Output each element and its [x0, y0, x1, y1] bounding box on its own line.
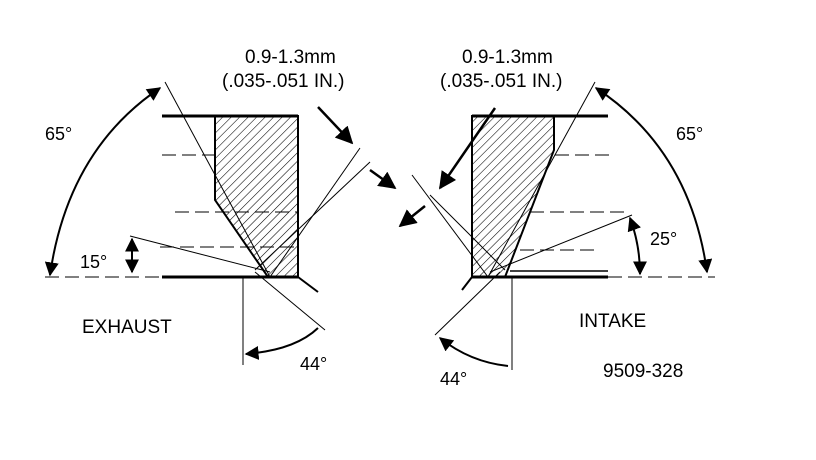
intake-angle-bottom: 25° [650, 229, 677, 249]
exhaust-44-ref-line [254, 271, 326, 331]
intake-width-mm: 0.9-1.3mm [462, 47, 553, 68]
intake-angle-top: 65° [676, 124, 703, 144]
intake-65-ref-line [487, 81, 596, 278]
exhaust-width-in: (.035-.051 IN.) [222, 71, 345, 92]
exhaust-label: EXHAUST [82, 317, 172, 338]
intake-65-arc [594, 87, 713, 274]
exhaust-65-ref-line [164, 81, 271, 278]
exhaust-seat-extension [297, 276, 319, 293]
exhaust-angle-bottom: 15° [80, 252, 107, 272]
intake-44-ref-line [434, 271, 501, 336]
figure-number: 9509-328 [603, 361, 683, 382]
gap-indicator [369, 168, 426, 228]
exhaust-65-arc [44, 87, 162, 277]
intake-seat [411, 81, 715, 370]
exhaust-width-mm: 0.9-1.3mm [245, 47, 336, 68]
exhaust-seat-face-2 [254, 161, 371, 271]
exhaust-seat-face [269, 147, 361, 278]
exhaust-width-arrow [317, 106, 354, 145]
exhaust-seat [44, 81, 371, 365]
intake-width-arrow [438, 107, 497, 190]
intake-44-arc [438, 337, 509, 367]
gap-arrow-upper [369, 168, 397, 190]
gap-arrow-lower [398, 205, 426, 228]
intake-width-in: (.035-.051 IN.) [440, 71, 563, 92]
intake-seat-face-2 [429, 194, 506, 271]
intake-seat-face [411, 174, 489, 278]
intake-25-arrow [627, 216, 647, 276]
intake-label: INTAKE [579, 311, 646, 332]
intake-seat-extension [461, 276, 473, 291]
intake-hatched-section [471, 115, 555, 278]
exhaust-angle-seat: 44° [300, 354, 327, 374]
intake-angle-seat: 44° [440, 369, 467, 389]
exhaust-angle-top: 65° [45, 124, 72, 144]
exhaust-44-arc [244, 327, 319, 360]
